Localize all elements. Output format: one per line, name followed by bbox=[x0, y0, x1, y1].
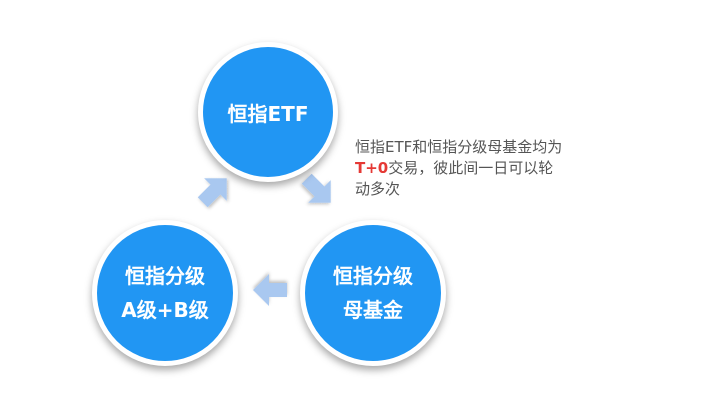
note-text-part1: 恒指ETF和恒指分级母基金均为 bbox=[355, 138, 563, 156]
arrow-top-to-right bbox=[301, 173, 331, 203]
node-hsi-graded-parent-fund: 恒指分级 母基金 bbox=[300, 220, 446, 366]
rotation-note: 恒指ETF和恒指分级母基金均为 T+0交易，彼此间一日可以轮动多次 bbox=[355, 137, 565, 200]
node-hsi-etf: 恒指ETF bbox=[198, 42, 338, 182]
node-hsi-graded-ab-line2: A级+B级 bbox=[121, 298, 209, 322]
arrow-right-to-left bbox=[253, 274, 287, 306]
node-hsi-graded-parent-line1: 恒指分级 bbox=[333, 264, 413, 288]
node-hsi-graded-parent-line2: 母基金 bbox=[343, 298, 403, 322]
note-text-part2: 交易，彼此间一日可以轮动多次 bbox=[355, 159, 554, 198]
node-hsi-graded-ab: 恒指分级 A级+B级 bbox=[92, 220, 238, 366]
node-hsi-graded-ab-line1: 恒指分级 bbox=[125, 264, 205, 288]
node-hsi-etf-label: 恒指ETF bbox=[227, 101, 309, 126]
note-highlight-t0: T+0 bbox=[355, 159, 389, 177]
arrow-left-to-top bbox=[197, 178, 227, 208]
